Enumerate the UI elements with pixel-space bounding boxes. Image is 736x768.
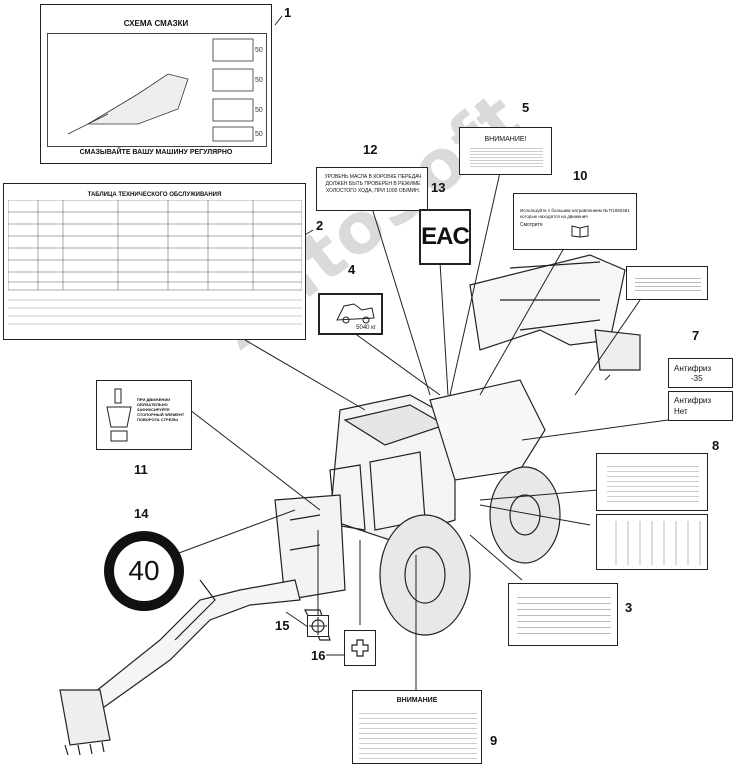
label-gearbox-oil: УРОВЕНЬ МАСЛА В КОРОБКЕ ПЕРЕДАЧ ДОЛЖЕН Б… (316, 167, 428, 211)
scheme-frame: 50 50 50 50 (47, 33, 267, 147)
book-icon (571, 225, 589, 238)
maintenance-grid (8, 200, 302, 325)
label-eac: EAC (419, 209, 471, 265)
callout-14: 14 (134, 506, 149, 521)
label-lift-point (307, 615, 329, 637)
label-attention: ВНИМАНИЕ! (459, 127, 552, 175)
warning-bottom-title: ВНИМАНИЕ (396, 697, 438, 704)
label-warning-bottom: ВНИМАНИЕ (352, 690, 482, 764)
side-value-4: 50 (255, 131, 263, 138)
callout-10: 10 (573, 168, 588, 183)
callout-7: 7 (692, 328, 700, 343)
use-instructions-line2: которые находятся на движения (520, 214, 588, 219)
use-instructions-line3: Смотрите (520, 222, 543, 228)
gearbox-oil-text: УРОВЕНЬ МАСЛА В КОРОБКЕ ПЕРЕДАЧ ДОЛЖЕН Б… (324, 174, 422, 194)
side-value-3: 50 (255, 107, 263, 114)
nameplate-small-lines (635, 275, 701, 293)
attention-title: ВНИМАНИЕ! (484, 136, 527, 143)
callout-9: 9 (490, 733, 498, 748)
antifreeze-none-label: Антифриз (674, 396, 712, 405)
speed-limit-sign: 40 (104, 531, 184, 611)
callout-2: 2 (316, 218, 324, 233)
label-lubrication-scheme: СХЕМА СМАЗКИ 50 50 50 50 СМАЗЫВАЙТЕ ВАШУ… (40, 4, 272, 164)
label-weight: 5040 кг (318, 293, 383, 335)
eac-mark: EAC (421, 223, 470, 250)
antifreeze-label: Антифриз (674, 364, 712, 373)
label-maintenance-table: ТАБЛИЦА ТЕХНИЧЕСКОГО ОБСЛУЖИВАНИЯ (3, 183, 306, 340)
attention-text-lines (470, 146, 543, 168)
callout-13: 13 (431, 180, 446, 195)
callout-15: 15 (275, 618, 290, 633)
nameplate-lines (517, 592, 611, 639)
callout-1: 1 (284, 5, 292, 20)
warning-bottom-lines (359, 709, 477, 759)
label-antifreeze-none: Антифриз Нет (668, 391, 733, 421)
callout-3: 3 (625, 600, 633, 615)
side-value-1: 50 (255, 47, 263, 54)
label-controls-bottom (596, 514, 708, 570)
crosshair-icon (309, 617, 327, 635)
callout-16: 16 (311, 648, 326, 663)
weight-value: 5040 кг (356, 325, 376, 331)
callout-5: 5 (522, 100, 530, 115)
boom-lock-icon (106, 388, 132, 442)
label-antifreeze-35: Антифриз -35 (668, 358, 733, 388)
callout-4: 4 (348, 262, 356, 277)
callout-12: 12 (363, 142, 378, 157)
boom-lock-text: ПРИ ДВИЖЕНИИ ОБЯЗАТЕЛЬНО ЗАФИКСИРУЙТЕ СТ… (137, 397, 185, 422)
maintenance-title: ТАБЛИЦА ТЕХНИЧЕСКОГО ОБСЛУЖИВАНИЯ (87, 192, 222, 198)
speed-limit-value: 40 (128, 555, 160, 586)
lubrication-footer: СМАЗЫВАЙТЕ ВАШУ МАШИНУ РЕГУЛЯРНО (79, 149, 233, 156)
controls-top-lines (607, 462, 699, 502)
side-value-2: 50 (255, 77, 263, 84)
label-nameplate (508, 583, 618, 646)
use-instructions-line1: Используйте с большим натравлением № П10… (520, 208, 630, 213)
lubrication-title: СХЕМА СМАЗКИ (123, 19, 189, 28)
controls-bottom-grid (605, 521, 701, 565)
label-controls-top (596, 453, 708, 511)
antifreeze-value: -35 (691, 374, 703, 383)
label-use-instructions: Используйте с большим натравлением № П10… (513, 193, 637, 250)
antifreeze-none-value: Нет (674, 407, 688, 416)
label-nameplate-small (626, 266, 708, 300)
first-aid-cross-icon (351, 639, 369, 657)
label-boom-lock: ПРИ ДВИЖЕНИИ ОБЯЗАТЕЛЬНО ЗАФИКСИРУЙТЕ СТ… (96, 380, 192, 450)
label-first-aid (344, 630, 376, 666)
callout-8: 8 (712, 438, 720, 453)
callout-11: 11 (134, 462, 148, 477)
